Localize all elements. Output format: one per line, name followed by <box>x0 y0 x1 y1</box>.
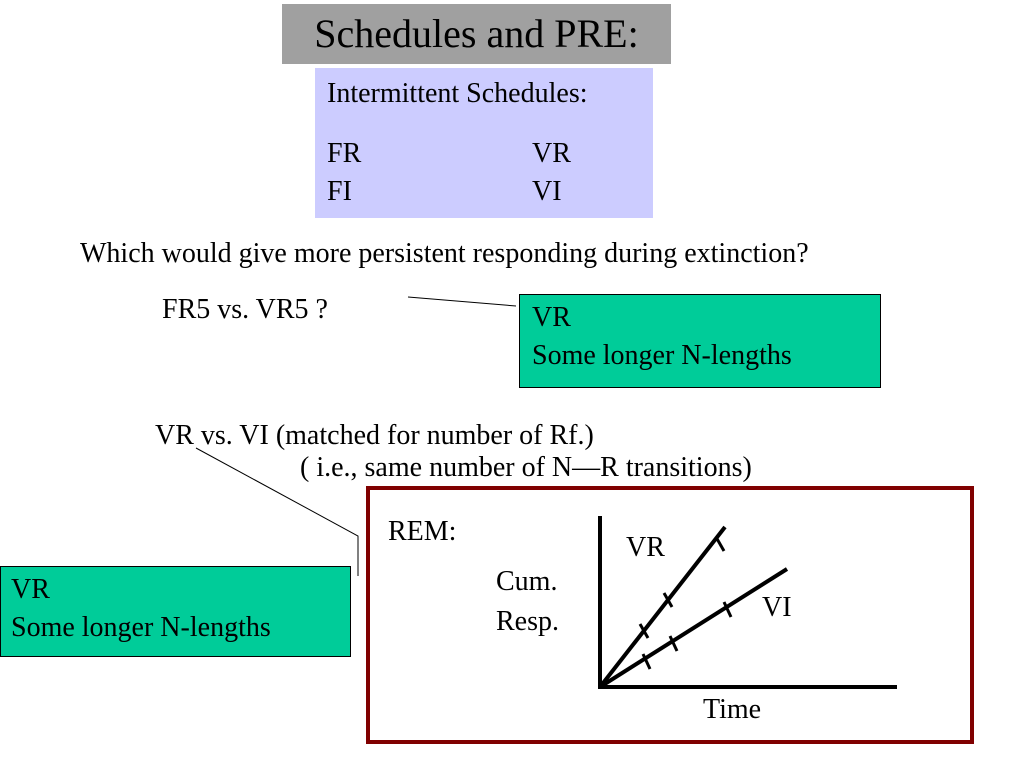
vr-tick <box>714 536 726 552</box>
schedule-fr: FR <box>327 138 362 169</box>
schedule-vr: VR <box>532 138 571 169</box>
rem-label: REM: <box>388 516 457 547</box>
answer-1-line1: VR <box>532 302 571 333</box>
schedule-vi: VI <box>532 176 562 207</box>
schedule-fi: FI <box>327 176 352 207</box>
y-axis-label-line2: Resp. <box>496 606 559 637</box>
vi-tick <box>668 635 679 652</box>
answer-box-2: VR Some longer N-lengths <box>0 566 351 657</box>
vr-line <box>598 525 727 689</box>
question-text: Which would give more persistent respond… <box>80 238 809 269</box>
vr-tick <box>638 623 650 639</box>
comparison-fr-vr: FR5 vs. VR5 ? <box>162 294 328 325</box>
schedules-box: Intermittent Schedules: FR VR FI VI <box>315 68 653 218</box>
answer-1-line2: Some longer N-lengths <box>532 340 792 371</box>
comparison-vr-vi: VR vs. VI (matched for number of Rf.) <box>155 420 594 451</box>
answer-2-line2: Some longer N-lengths <box>11 612 271 643</box>
rem-box: REM: Cum. Resp. VR VI Time <box>366 486 974 744</box>
vr-tick <box>662 592 674 608</box>
x-axis-label: Time <box>703 694 762 725</box>
y-axis-label-line1: Cum. <box>496 566 558 597</box>
answer-box-1: VR Some longer N-lengths <box>519 294 881 388</box>
schedules-heading: Intermittent Schedules: <box>327 78 588 109</box>
series-label-vi: VI <box>762 592 792 623</box>
comparison-vr-vi-note: ( i.e., same number of N—R transitions) <box>300 452 752 483</box>
connector-answer-1 <box>407 296 517 307</box>
vi-line <box>598 567 789 689</box>
series-label-vr: VR <box>626 532 665 563</box>
vi-tick <box>641 653 652 670</box>
answer-2-line1: VR <box>11 574 50 605</box>
vi-tick <box>722 601 733 618</box>
slide-title: Schedules and PRE: <box>282 4 671 64</box>
cumulative-record-graph <box>598 516 897 689</box>
